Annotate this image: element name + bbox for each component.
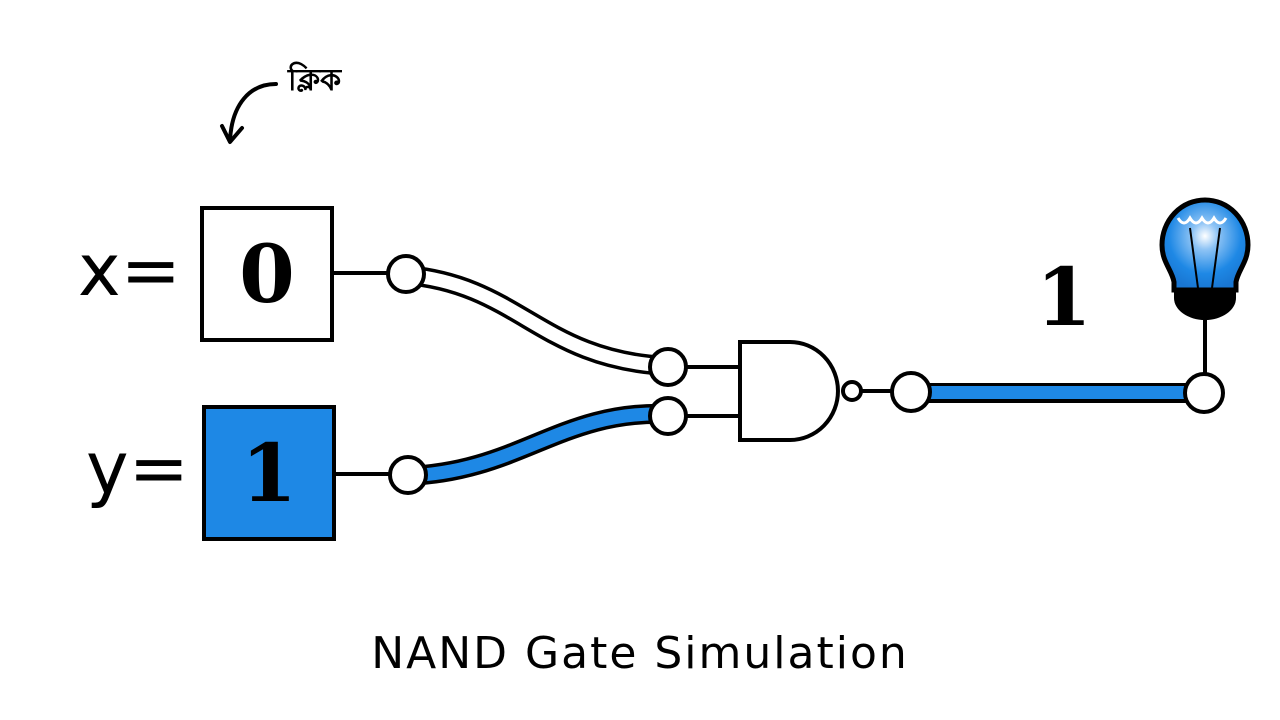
x-output-node <box>386 254 426 294</box>
y-wire <box>396 403 678 486</box>
light-bulb-icon <box>1159 197 1251 320</box>
page-title: NAND Gate Simulation <box>371 628 909 679</box>
click-hint-label: ক্লিক <box>288 63 342 98</box>
gate-input-a-node <box>648 347 688 387</box>
x-label: x= <box>78 228 181 312</box>
x-value: 0 <box>239 227 295 321</box>
curved-arrow-down-icon <box>220 82 278 144</box>
gate-output-node <box>890 371 932 413</box>
y-label: y= <box>86 426 189 510</box>
x-wire <box>396 265 678 376</box>
x-input-toggle[interactable]: 0 <box>200 206 334 342</box>
y-value: 1 <box>241 426 297 520</box>
output-wire <box>910 383 1204 403</box>
bulb-input-node <box>1183 372 1225 414</box>
nand-gate-body <box>738 340 840 442</box>
y-input-toggle[interactable]: 1 <box>202 405 336 541</box>
nand-inversion-bubble <box>841 380 863 402</box>
gate-input-b-node <box>648 396 688 436</box>
y-output-node <box>388 455 428 495</box>
output-value: 1 <box>1036 250 1092 344</box>
